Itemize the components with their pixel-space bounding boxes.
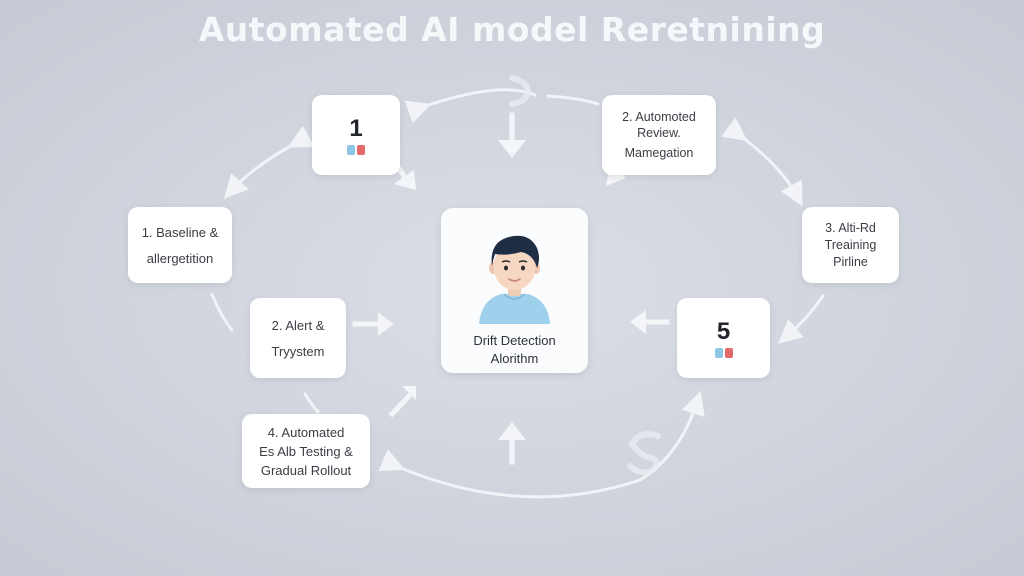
arc-left-bottom — [303, 392, 320, 414]
arrow-testing-in — [388, 391, 414, 418]
arc-right-upper — [721, 117, 803, 207]
person-avatar-icon — [479, 235, 550, 324]
arc-left-lower — [210, 292, 234, 332]
node-testing-line3: Gradual Rollout — [260, 462, 352, 478]
center-line1: Drift Detection — [473, 333, 556, 348]
node-step-5[interactable]: 5 — [677, 298, 770, 378]
decorative-swirl-top — [509, 75, 532, 107]
node-baseline-line2: allergetition — [146, 250, 214, 266]
arrowhead-alert-in — [378, 312, 394, 336]
center-drift-detection[interactable]: Drift Detection Alorithm — [441, 208, 588, 373]
red-chip-icon — [357, 145, 365, 155]
node-step-1-number: 1 — [349, 115, 363, 142]
node-pipeline-line1: 3. Alti-Rd — [825, 220, 876, 235]
node-alert[interactable]: 2. Alert & Tryystem — [250, 298, 346, 378]
node-step-1[interactable]: 1 — [312, 95, 400, 175]
blue-chip-icon — [347, 145, 355, 155]
node-step-5-number: 5 — [716, 318, 731, 345]
arrowhead-testing-in — [402, 386, 416, 400]
arrowhead-bottom-up — [498, 422, 526, 440]
node-testing-line1: 4. Automated — [267, 424, 345, 440]
node-alert-line2: Tryystem — [271, 343, 325, 359]
red-chip-icon — [724, 348, 733, 358]
node-baseline-line1: 1. Baseline & — [141, 224, 219, 240]
blue-chip-icon — [714, 348, 723, 358]
node-review-line2: Review. — [637, 126, 681, 140]
status-chips — [347, 145, 365, 155]
arc-left-upper — [223, 125, 315, 199]
node-review-line3: Mamegation — [624, 146, 694, 160]
arrowhead-top-down — [498, 140, 526, 158]
arrowhead-step1-in — [394, 170, 416, 190]
center-line2: Alorithm — [490, 351, 539, 366]
node-baseline[interactable]: 1. Baseline & allergetition — [128, 207, 232, 283]
arc-right-lower — [777, 294, 825, 344]
node-pipeline-line3: Pirline — [833, 254, 868, 269]
decorative-swirl — [627, 431, 661, 476]
arrowhead-step5-in — [630, 310, 646, 334]
node-pipeline-line2: Treaining — [824, 237, 877, 252]
node-review-line1: 2. Automoted — [622, 110, 696, 124]
node-ab-testing-rollout[interactable]: 4. Automated Es Alb Testing & Gradual Ro… — [242, 414, 370, 488]
page-title: Automated AI model Reretnining — [198, 10, 826, 49]
arc-top-right — [546, 94, 600, 106]
center-caption: Drift Detection Alorithm — [441, 332, 588, 368]
node-alert-line1: 2. Alert & — [271, 317, 325, 333]
node-automated-review[interactable]: 2. Automoted Review. Mamegation — [602, 95, 716, 175]
node-training-pipeline[interactable]: 3. Alti-Rd Treaining Pirline — [802, 207, 899, 283]
arc-bottom — [378, 390, 705, 499]
status-chips — [714, 348, 733, 358]
node-testing-line2: Es Alb Testing & — [259, 443, 353, 459]
